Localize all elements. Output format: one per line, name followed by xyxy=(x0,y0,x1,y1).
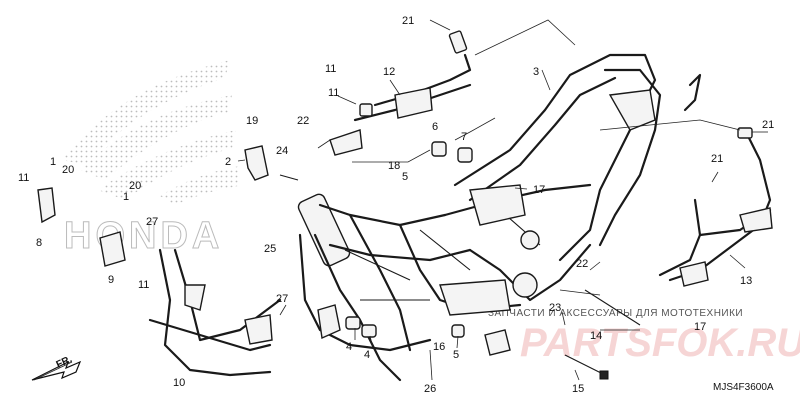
bracket-8 xyxy=(37,187,56,224)
callout-9: 9 xyxy=(108,274,114,286)
front-direction-indicator: FR. xyxy=(31,354,82,381)
watermark-caption: ЗАПЧАСТИ И АКСЕССУАРЫ ДЛЯ МОТОТЕХНИКИ xyxy=(488,308,743,319)
watermark: ЗАПЧАСТИ И АКСЕССУАРЫ ДЛЯ МОТОТЕХНИКИ PA… xyxy=(488,308,800,365)
bolt-24 xyxy=(279,174,299,181)
figure-code: MJS4F3600A xyxy=(713,382,774,393)
callout-6: 6 xyxy=(432,121,438,133)
frame-rear-bracket xyxy=(608,89,656,131)
upper-bracket-12 xyxy=(353,30,472,122)
callout-11: 11 xyxy=(138,279,149,291)
callout-14: 14 xyxy=(590,330,602,342)
callout-3: 3 xyxy=(533,66,539,78)
callout-21: 21 xyxy=(762,119,774,131)
collar-4-left xyxy=(345,316,361,330)
honda-logo-text: HONDA xyxy=(64,215,223,257)
callout-11: 11 xyxy=(325,63,336,75)
callouts: 21 3 11 12 11 19 22 6 7 21 2 24 1 20 11 … xyxy=(18,15,774,395)
callout-5: 5 xyxy=(402,171,408,183)
bracket-2 xyxy=(244,145,269,181)
watermark-brand: PARTSFOK.RU xyxy=(520,321,800,365)
bracket-9 xyxy=(99,231,126,267)
callout-24: 24 xyxy=(276,145,288,157)
bolt-14 xyxy=(584,289,641,326)
callout-5: 5 xyxy=(453,349,459,361)
callout-25: 25 xyxy=(264,243,276,255)
bolt-15-head xyxy=(599,370,609,380)
callout-22: 22 xyxy=(297,115,309,127)
callout-1: 1 xyxy=(50,156,56,168)
callout-12: 12 xyxy=(383,66,395,78)
callout-7: 7 xyxy=(461,131,467,143)
callout-1: 1 xyxy=(123,191,129,203)
callout-4: 4 xyxy=(364,349,370,361)
callout-21: 21 xyxy=(402,15,414,27)
pivot-boss xyxy=(512,272,538,298)
callout-23: 23 xyxy=(549,302,561,314)
bolt-15 xyxy=(564,354,606,376)
collar-6 xyxy=(431,141,447,157)
callout-15: 15 xyxy=(572,383,584,395)
collar-5-lower xyxy=(451,324,465,338)
honda-wing-logo: HONDA xyxy=(62,60,240,258)
callout-19: 19 xyxy=(246,115,258,127)
front-hanger-plate xyxy=(317,304,341,340)
callout-13: 13 xyxy=(740,275,752,287)
callout-17: 17 xyxy=(694,321,706,333)
callout-27: 27 xyxy=(146,216,158,228)
rear-subframe-13 xyxy=(658,127,773,287)
engine-hanger xyxy=(484,329,511,356)
callout-27: 27 xyxy=(276,293,288,305)
callout-20: 20 xyxy=(129,180,141,192)
callout-17: 17 xyxy=(533,184,545,196)
callout-2: 2 xyxy=(225,156,231,168)
callout-10: 10 xyxy=(173,377,185,389)
callout-16: 16 xyxy=(433,341,445,353)
leader-lines xyxy=(237,19,768,381)
callout-4: 4 xyxy=(346,341,352,353)
frame-gusset-upper xyxy=(469,184,526,226)
callout-26: 26 xyxy=(424,383,436,395)
collar-4-right xyxy=(361,324,377,338)
callout-20: 20 xyxy=(62,164,74,176)
bracket-22 xyxy=(329,129,363,156)
callout-11: 11 xyxy=(18,172,29,184)
steering-head-tube xyxy=(297,193,351,267)
collar-7 xyxy=(457,147,473,163)
frame-gusset-lower xyxy=(439,279,511,316)
callout-8: 8 xyxy=(36,237,42,249)
callout-21: 21 xyxy=(711,153,723,165)
callout-22: 22 xyxy=(576,258,588,270)
rear-hook-bracket xyxy=(683,73,702,112)
front-lower-bracket-10 xyxy=(148,248,282,377)
engine-mount-boss xyxy=(520,230,540,250)
callout-18: 18 xyxy=(388,160,400,172)
main-frame xyxy=(297,53,662,382)
callout-11: 11 xyxy=(328,87,339,99)
